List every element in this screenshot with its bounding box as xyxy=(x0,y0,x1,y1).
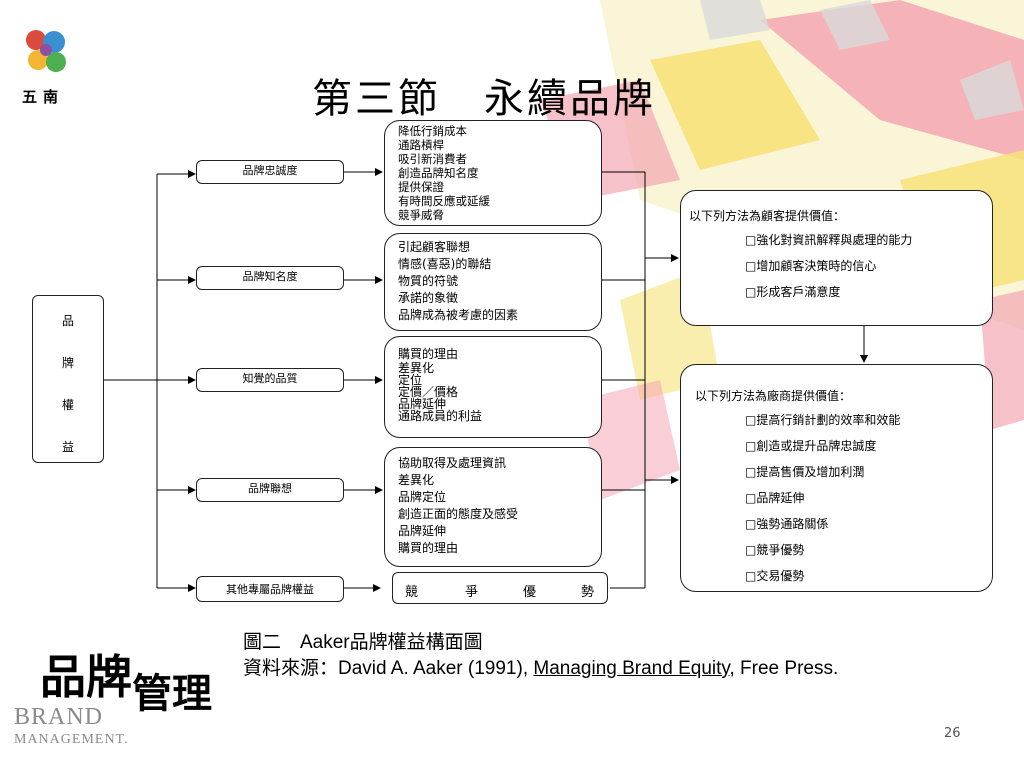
detail-line: 創造品牌知名度 xyxy=(398,166,479,180)
category-brand-awareness: 品牌知名度 xyxy=(196,266,344,290)
detail-box-quality: 購買的理由 差異化 定位 定價／價格 品牌延伸 通路成員的利益 xyxy=(384,336,602,438)
firm-value-heading: 以下列方法為廠商提供價值： xyxy=(695,389,852,403)
category-brand-associations: 品牌聯想 xyxy=(196,478,344,502)
detail-line: 競爭威脅 xyxy=(398,208,444,222)
detail-line: 情感(喜惡)的聯結 xyxy=(398,257,492,271)
detail-line: 品牌定位 xyxy=(398,490,447,504)
detail-line: 降低行銷成本 xyxy=(398,124,467,138)
brand-mark-en: BRAND xyxy=(14,704,104,730)
brand-mark-en-sub: MANAGEMENT. xyxy=(14,732,129,747)
caption-source-suffix: , Free Press. xyxy=(729,658,839,679)
detail-line: 差異化 xyxy=(398,473,435,487)
category-brand-loyalty: 品牌忠誠度 xyxy=(196,160,344,184)
firm-value-box: 以下列方法為廠商提供價值： □提高行銷計劃的效率和效能 □創造或提升品牌忠誠度 … xyxy=(680,364,993,592)
wunan-logo-icon xyxy=(26,30,66,72)
firm-value-item: □創造或提升品牌忠誠度 xyxy=(745,439,877,453)
detail-line: 提供保證 xyxy=(398,180,444,194)
category-other-proprietary-assets: 其他專屬品牌權益 xyxy=(196,576,344,602)
detail-line: 定位 xyxy=(398,373,423,387)
root-char: 牌 xyxy=(61,356,74,370)
caption-source-prefix: 資料來源：David A. Aaker (1991), xyxy=(243,658,534,679)
detail-line: 品牌延伸 xyxy=(398,397,447,411)
caption-source: 資料來源：David A. Aaker (1991), Managing Bra… xyxy=(243,656,838,682)
root-char: 權 xyxy=(61,398,74,412)
brand-zh-top: 品牌 xyxy=(40,650,132,704)
brand-mark-zh: 品牌管理 xyxy=(40,650,212,717)
compete-char: 優 xyxy=(523,585,537,600)
page-title: 第三節 永續品牌 xyxy=(312,76,656,122)
category-perceived-quality: 知覺的品質 xyxy=(196,368,344,392)
firm-value-item: □競爭優勢 xyxy=(745,543,805,557)
detail-line: 吸引新消費者 xyxy=(398,152,467,166)
firm-value-item: □提高售價及增加利潤 xyxy=(745,465,865,479)
detail-line: 購買的理由 xyxy=(398,541,459,555)
customer-value-item: □形成客戶滿意度 xyxy=(745,285,841,299)
logo-text: 五南 xyxy=(22,88,65,106)
detail-box-associations: 協助取得及處理資訊 差異化 品牌定位 創造正面的態度及感受 品牌延伸 購買的理由 xyxy=(384,447,602,567)
detail-line: 引起顧客聯想 xyxy=(398,240,471,254)
compete-char: 爭 xyxy=(465,585,479,600)
root-char: 品 xyxy=(61,314,74,328)
detail-line: 品牌成為被考慮的因素 xyxy=(398,308,519,322)
customer-value-heading: 以下列方法為顧客提供價值： xyxy=(689,209,846,223)
figure-caption: 圖二 Aaker品牌權益構面圖 資料來源：David A. Aaker (199… xyxy=(243,630,838,682)
detail-line: 創造正面的態度及感受 xyxy=(398,507,519,521)
firm-value-item: □提高行銷計劃的效率和效能 xyxy=(745,413,901,427)
compete-char: 勢 xyxy=(581,585,595,600)
firm-value-item: □品牌延伸 xyxy=(745,491,805,505)
firm-value-item: □強勢通路關係 xyxy=(745,517,829,531)
brand-zh-bottom: 管理 xyxy=(132,670,212,717)
caption-title: 圖二 Aaker品牌權益構面圖 xyxy=(243,632,483,653)
detail-line: 品牌延伸 xyxy=(398,524,447,538)
detail-box-awareness: 引起顧客聯想 情感(喜惡)的聯結 物質的符號 承諾的象徵 品牌成為被考慮的因素 xyxy=(384,233,602,331)
detail-line: 物質的符號 xyxy=(398,274,459,288)
detail-line: 購買的理由 xyxy=(398,347,459,361)
detail-line: 通路槓桿 xyxy=(398,138,444,152)
detail-line: 有時間反應或延緩 xyxy=(398,194,490,208)
detail-line: 協助取得及處理資訊 xyxy=(398,456,507,470)
caption-book-title: Managing Brand Equity xyxy=(533,658,730,679)
detail-line: 通路成員的利益 xyxy=(398,409,483,423)
detail-line: 定價／價格 xyxy=(398,385,459,399)
page-number: 26 xyxy=(944,726,961,741)
customer-value-box: 以下列方法為顧客提供價值： □強化對資訊解釋與處理的能力 □增加顧客決策時的信心… xyxy=(680,190,993,326)
customer-value-item: □強化對資訊解釋與處理的能力 xyxy=(745,233,913,247)
detail-box-loyalty: 降低行銷成本 通路槓桿 吸引新消費者 創造品牌知名度 提供保證 有時間反應或延緩… xyxy=(384,120,602,226)
customer-value-item: □增加顧客決策時的信心 xyxy=(745,259,877,273)
root-char: 益 xyxy=(61,440,74,454)
root-brand-equity-box: 品 牌 權 益 xyxy=(32,295,104,463)
detail-box-competitive-advantage: 競 爭 優 勢 xyxy=(392,572,608,604)
firm-value-item: □交易優勢 xyxy=(745,569,805,583)
compete-char: 競 xyxy=(405,585,419,600)
detail-line: 承諾的象徵 xyxy=(398,291,459,305)
category-label: 其他專屬品牌權益 xyxy=(226,583,314,596)
detail-line: 差異化 xyxy=(398,361,435,375)
